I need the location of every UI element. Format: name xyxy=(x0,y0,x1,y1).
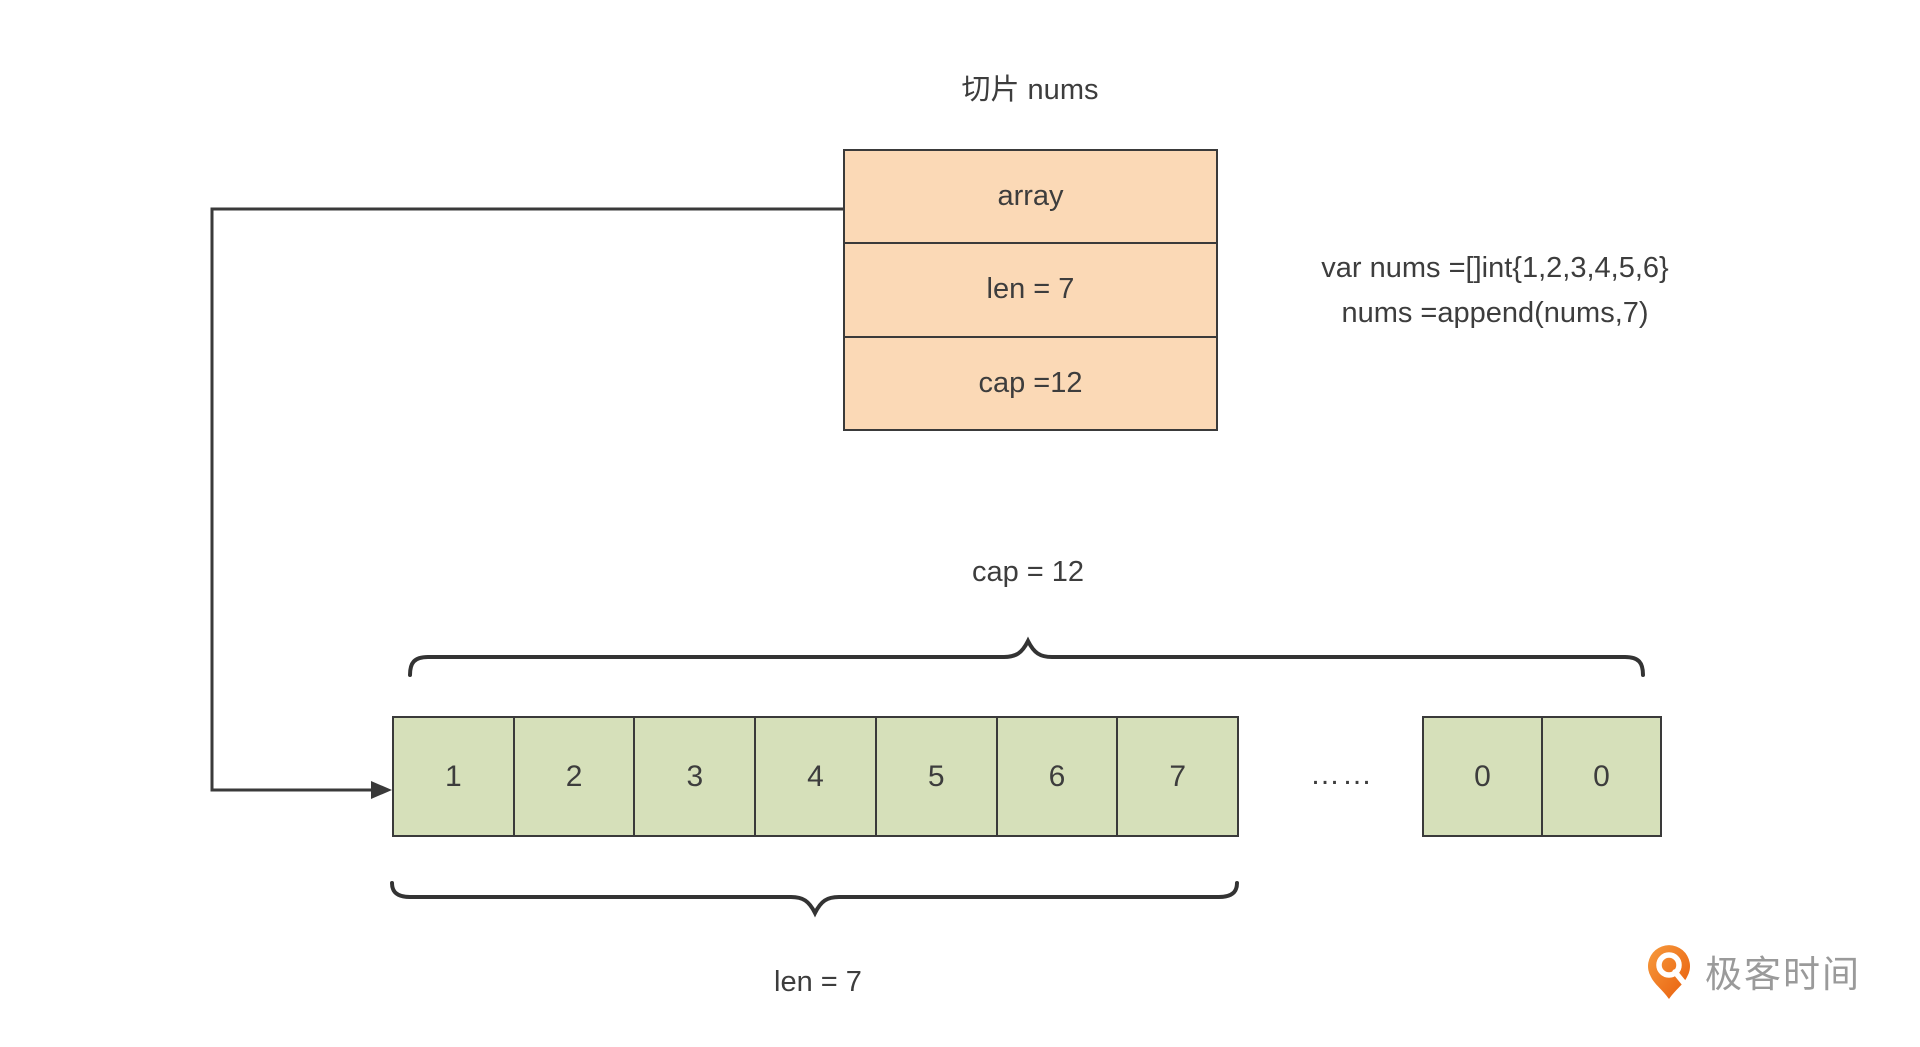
array-cell: 4 xyxy=(754,718,875,835)
code-line-2: nums =append(nums,7) xyxy=(1341,297,1649,329)
array-cells: 1 2 3 4 5 6 7 xyxy=(392,716,1239,837)
spare-capacity-cells: 0 0 xyxy=(1422,716,1662,837)
arrowhead-icon xyxy=(371,781,392,799)
code-line-1: var nums =[]int{1,2,3,4,5,6} xyxy=(1321,252,1669,284)
code-snippet: var nums =[]int{1,2,3,4,5,6} nums =appen… xyxy=(1280,246,1710,336)
cap-brace xyxy=(408,636,1645,677)
ellipsis: …… xyxy=(1310,758,1374,791)
len-label: len = 7 xyxy=(774,966,862,998)
geektime-logo: 极客时间 xyxy=(1646,942,1861,1000)
array-cell: 3 xyxy=(633,718,754,835)
geektime-pin-icon xyxy=(1648,945,1690,999)
len-brace xyxy=(390,881,1239,918)
cap-label: cap = 12 xyxy=(971,556,1085,588)
array-cell: 6 xyxy=(995,718,1117,835)
pointer-connector xyxy=(210,207,843,792)
struct-field-cap: cap =12 xyxy=(845,335,1216,429)
geektime-logo-text: 极客时间 xyxy=(1705,954,1861,995)
struct-field-len: len = 7 xyxy=(845,242,1216,335)
slice-struct-box: array len = 7 cap =12 xyxy=(843,149,1218,431)
array-cell: 0 xyxy=(1474,759,1491,793)
array-cell: 1 xyxy=(445,759,462,793)
diagram-title: 切片 nums xyxy=(961,74,1099,106)
struct-field-array: array xyxy=(997,180,1064,213)
array-cell: 7 xyxy=(1116,718,1237,835)
array-cell: 5 xyxy=(874,718,996,835)
array-cell: 0 xyxy=(1541,718,1660,835)
array-cell: 2 xyxy=(512,718,634,835)
